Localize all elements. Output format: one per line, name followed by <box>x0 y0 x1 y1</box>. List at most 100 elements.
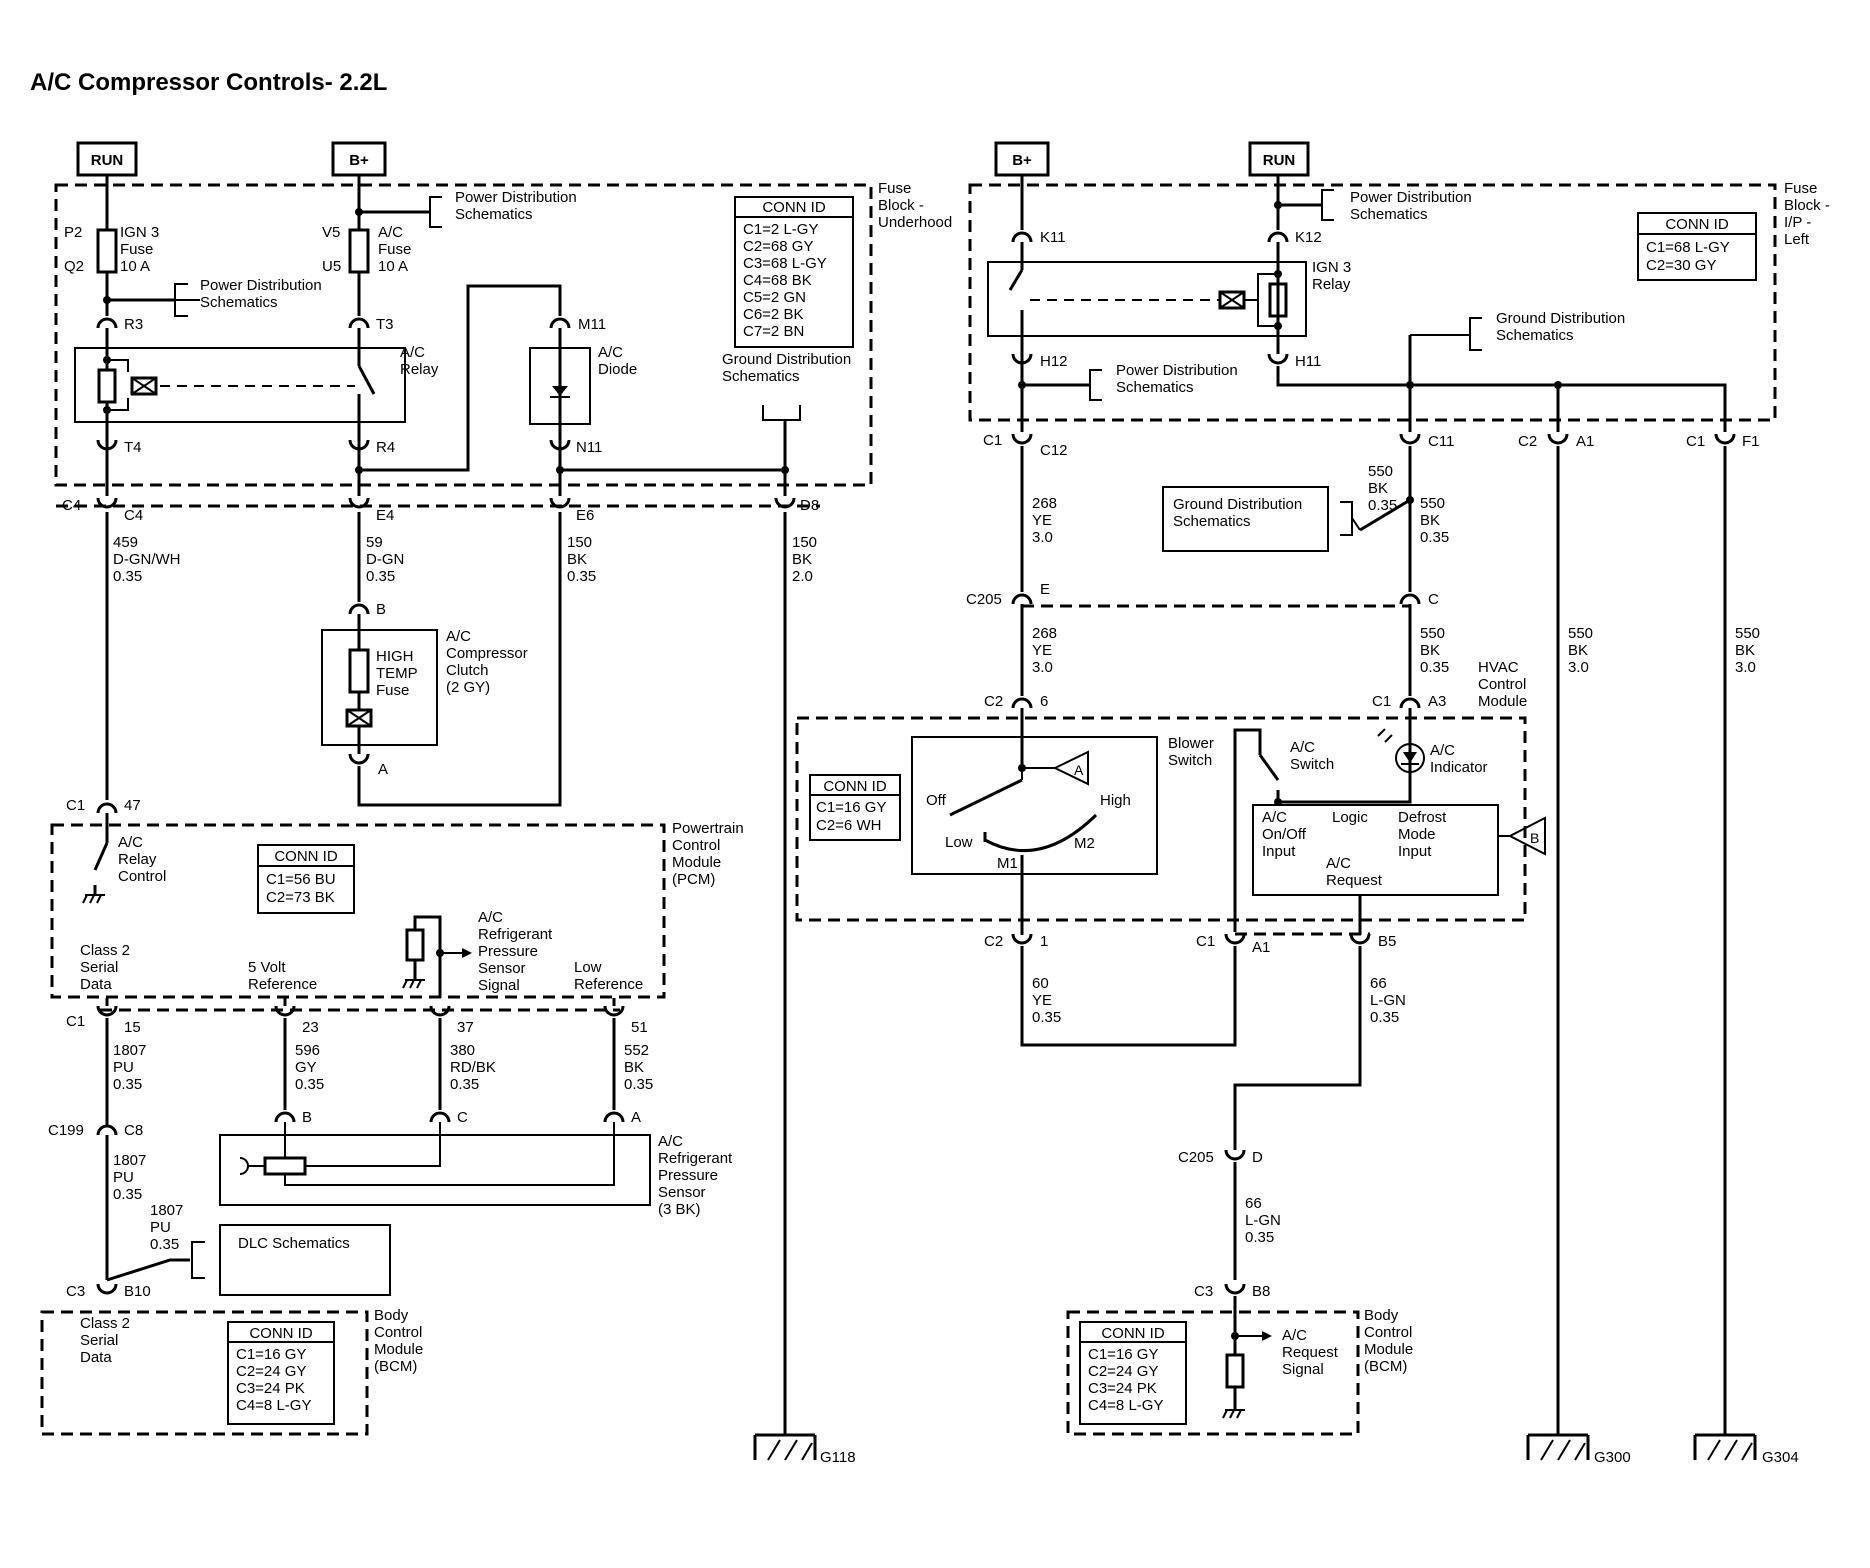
svg-text:Fuse: Fuse <box>1784 180 1817 197</box>
svg-text:Reference: Reference <box>574 976 643 993</box>
svg-text:DLC Schematics: DLC Schematics <box>238 1235 350 1252</box>
svg-text:3.0: 3.0 <box>1568 659 1589 676</box>
svg-text:Low: Low <box>574 959 602 976</box>
svg-text:Signal: Signal <box>478 977 520 994</box>
svg-text:E4: E4 <box>376 507 394 524</box>
svg-text:C4=68 BK: C4=68 BK <box>743 272 812 289</box>
svg-text:1: 1 <box>1040 933 1048 950</box>
svg-text:A/C: A/C <box>378 224 403 241</box>
ground-g118: G118 <box>753 1433 856 1466</box>
compressor-clutch-label: A/C Compressor Clutch (2 GY) <box>446 628 528 696</box>
svg-text:A/C: A/C <box>446 628 471 645</box>
wire-550c-label: 550 BK 0.35 <box>1420 625 1449 676</box>
svg-text:HVAC: HVAC <box>1478 659 1519 676</box>
gds-right-box: Ground Distribution Schematics <box>1162 486 1329 552</box>
svg-text:PU: PU <box>150 1219 171 1236</box>
svg-text:C1: C1 <box>983 432 1002 449</box>
svg-text:C3=68 L-GY: C3=68 L-GY <box>743 255 827 272</box>
fuse-block-ip-outline <box>968 183 1777 422</box>
svg-text:Schematics: Schematics <box>722 368 800 385</box>
svg-text:Power Distribution: Power Distribution <box>455 189 577 206</box>
svg-text:A3: A3 <box>1428 693 1446 710</box>
svg-text:C2=24 GY: C2=24 GY <box>236 1363 306 1380</box>
svg-text:Signal: Signal <box>1282 1361 1324 1378</box>
pds-bracket-2: Power Distribution Schematics <box>429 189 577 228</box>
svg-text:Data: Data <box>80 1349 112 1366</box>
svg-text:Control: Control <box>118 868 166 885</box>
svg-text:Ground Distribution: Ground Distribution <box>1173 496 1302 513</box>
svg-text:Powertrain: Powertrain <box>672 820 744 837</box>
ac-relay-label: A/C Relay <box>400 344 439 378</box>
hvac-label: HVAC Control Module <box>1478 659 1527 710</box>
svg-text:47: 47 <box>124 797 141 814</box>
svg-text:C2=6 WH: C2=6 WH <box>816 817 881 834</box>
svg-text:C7=2 BN: C7=2 BN <box>743 323 804 340</box>
svg-text:CONN ID: CONN ID <box>823 778 887 795</box>
svg-text:C5=2 GN: C5=2 GN <box>743 289 806 306</box>
svg-text:10 A: 10 A <box>120 258 150 275</box>
fuse-block-underhood-outline <box>54 183 873 487</box>
svg-text:C3: C3 <box>1194 1283 1213 1300</box>
svg-text:R4: R4 <box>376 439 395 456</box>
svg-text:K11: K11 <box>1040 229 1066 246</box>
logic-label: Logic <box>1332 809 1368 826</box>
svg-text:P2: P2 <box>64 224 82 241</box>
svg-text:Reference: Reference <box>248 976 317 993</box>
conn-id-ip: CONN ID C1=68 L-GY C2=30 GY <box>1637 212 1757 281</box>
svg-text:CONN ID: CONN ID <box>249 1325 313 1342</box>
pcm-outline <box>50 823 666 999</box>
svg-text:Left: Left <box>1784 231 1810 248</box>
svg-text:268: 268 <box>1032 625 1057 642</box>
svg-text:B+: B+ <box>349 152 369 169</box>
svg-text:A/C: A/C <box>1262 809 1287 826</box>
svg-text:(PCM): (PCM) <box>672 871 715 888</box>
svg-text:N11: N11 <box>576 439 602 456</box>
svg-text:66: 66 <box>1245 1195 1262 1212</box>
svg-text:380: 380 <box>450 1042 475 1059</box>
svg-text:550: 550 <box>1420 625 1445 642</box>
svg-text:A: A <box>378 761 388 778</box>
svg-text:C12: C12 <box>1040 442 1068 459</box>
svg-text:BK: BK <box>1735 642 1755 659</box>
svg-text:0.35: 0.35 <box>113 568 142 585</box>
pcm-label: Powertrain Control Module (PCM) <box>672 820 744 888</box>
svg-text:D8: D8 <box>800 497 819 514</box>
pds-bracket-4: Power Distribution Schematics <box>1321 189 1472 223</box>
diagram-title: A/C Compressor Controls- 2.2L <box>30 69 387 96</box>
conn-id-underhood: CONN ID C1=2 L-GY C2=68 GY C3=68 L-GY C4… <box>734 196 854 348</box>
svg-text:B10: B10 <box>124 1283 151 1300</box>
svg-text:YE: YE <box>1032 992 1052 1009</box>
ac-indicator-led <box>1395 743 1425 773</box>
svg-text:A/C: A/C <box>658 1133 683 1150</box>
svg-text:0.35: 0.35 <box>1370 1009 1399 1026</box>
svg-text:C2: C2 <box>984 693 1003 710</box>
svg-text:37: 37 <box>457 1019 474 1036</box>
blower-switch-box <box>911 736 1158 875</box>
ac-fuse-symbol <box>348 228 370 274</box>
svg-text:H11: H11 <box>1295 353 1321 370</box>
svg-text:GY: GY <box>295 1059 317 1076</box>
svg-text:268: 268 <box>1032 495 1057 512</box>
ac-diode-label: A/C Diode <box>598 344 637 378</box>
svg-text:C1=16 GY: C1=16 GY <box>1088 1346 1158 1363</box>
svg-text:C8: C8 <box>124 1122 143 1139</box>
svg-text:D: D <box>1252 1149 1263 1166</box>
svg-text:C1: C1 <box>66 1013 85 1030</box>
svg-text:Compressor: Compressor <box>446 645 528 662</box>
svg-text:B+: B+ <box>1012 152 1032 169</box>
svg-text:U5: U5 <box>322 258 341 275</box>
ground-g304: G304 <box>1693 1433 1799 1466</box>
wire-550b-label: 550 BK 0.35 <box>1368 463 1397 514</box>
svg-text:C4: C4 <box>62 497 81 514</box>
wire-268b-label: 268 YE 3.0 <box>1032 625 1057 676</box>
svg-text:Switch: Switch <box>1290 756 1334 773</box>
svg-text:A1: A1 <box>1576 433 1594 450</box>
compressor-clutch-box <box>321 629 438 746</box>
svg-text:Fuse: Fuse <box>878 180 911 197</box>
wire-150a-label: 150 BK 0.35 <box>567 534 596 585</box>
svg-text:0.35: 0.35 <box>624 1076 653 1093</box>
svg-text:B: B <box>376 601 386 618</box>
conn-id-pcm: CONN ID C1=56 BU C2=73 BK <box>257 844 355 914</box>
svg-text:66: 66 <box>1370 975 1387 992</box>
